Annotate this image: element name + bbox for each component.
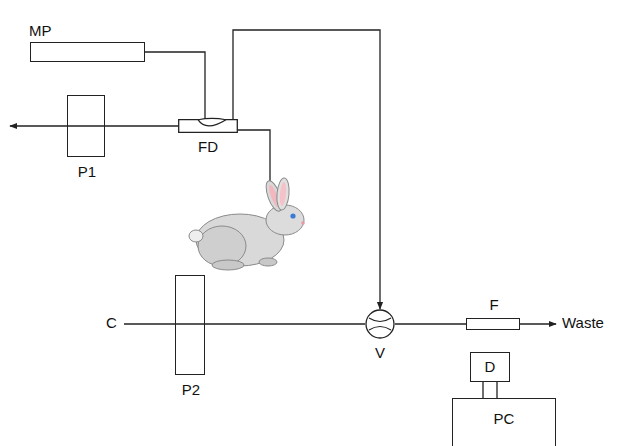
tube-connector <box>145 52 205 119</box>
component-label: PC <box>494 411 515 428</box>
component-label: P1 <box>78 164 96 181</box>
component-label: P2 <box>182 382 200 399</box>
injection-valve: V <box>365 309 395 339</box>
waste-tube <box>520 323 556 324</box>
inlet-label: C <box>106 315 117 332</box>
detector-box: D <box>470 352 510 382</box>
component-label: F <box>489 297 498 314</box>
component-label: V <box>375 345 385 362</box>
tube-connector <box>483 382 497 398</box>
microdialysis-pump: MP <box>30 42 145 62</box>
tube-connector <box>395 323 466 324</box>
sampling-tube <box>238 130 270 182</box>
tube-connector <box>205 323 365 324</box>
pump-box: P2 <box>175 275 205 375</box>
component-label: FD <box>198 139 218 156</box>
outlet-label: Waste <box>562 315 604 332</box>
flow-device-outline <box>178 119 238 133</box>
computer-box: PC <box>452 398 556 446</box>
component-label: D <box>485 359 496 376</box>
pump-box: P1 <box>67 95 105 157</box>
pump-tube <box>67 125 105 126</box>
rabbit-illustration <box>189 178 305 270</box>
component-label: MP <box>29 23 52 40</box>
flow-cell: F <box>466 318 520 330</box>
flow-device: FD <box>178 119 238 133</box>
valve-outline <box>365 309 395 339</box>
outlet-tube <box>10 125 67 126</box>
tube-connector <box>105 125 178 126</box>
tube-connector <box>233 30 380 309</box>
carrier-tube <box>124 323 205 324</box>
